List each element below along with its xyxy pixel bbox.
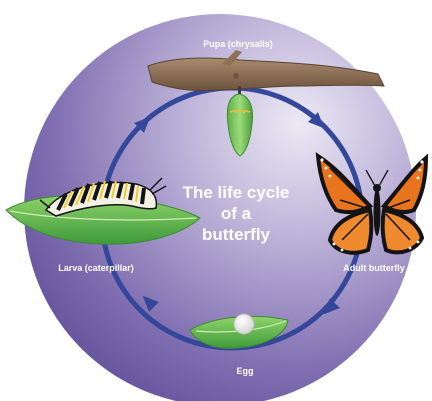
label-egg: Egg	[237, 366, 254, 376]
title-line-3: butterfly	[202, 225, 271, 244]
label-larva: Larva (caterpillar)	[58, 263, 134, 273]
title-line-2: of a	[221, 204, 252, 223]
egg-icon	[234, 314, 254, 334]
label-pupa: Pupa (chrysalis)	[203, 39, 273, 49]
label-adult: Adult butterfly	[343, 263, 405, 273]
title-line-1: The life cycle	[183, 183, 290, 202]
